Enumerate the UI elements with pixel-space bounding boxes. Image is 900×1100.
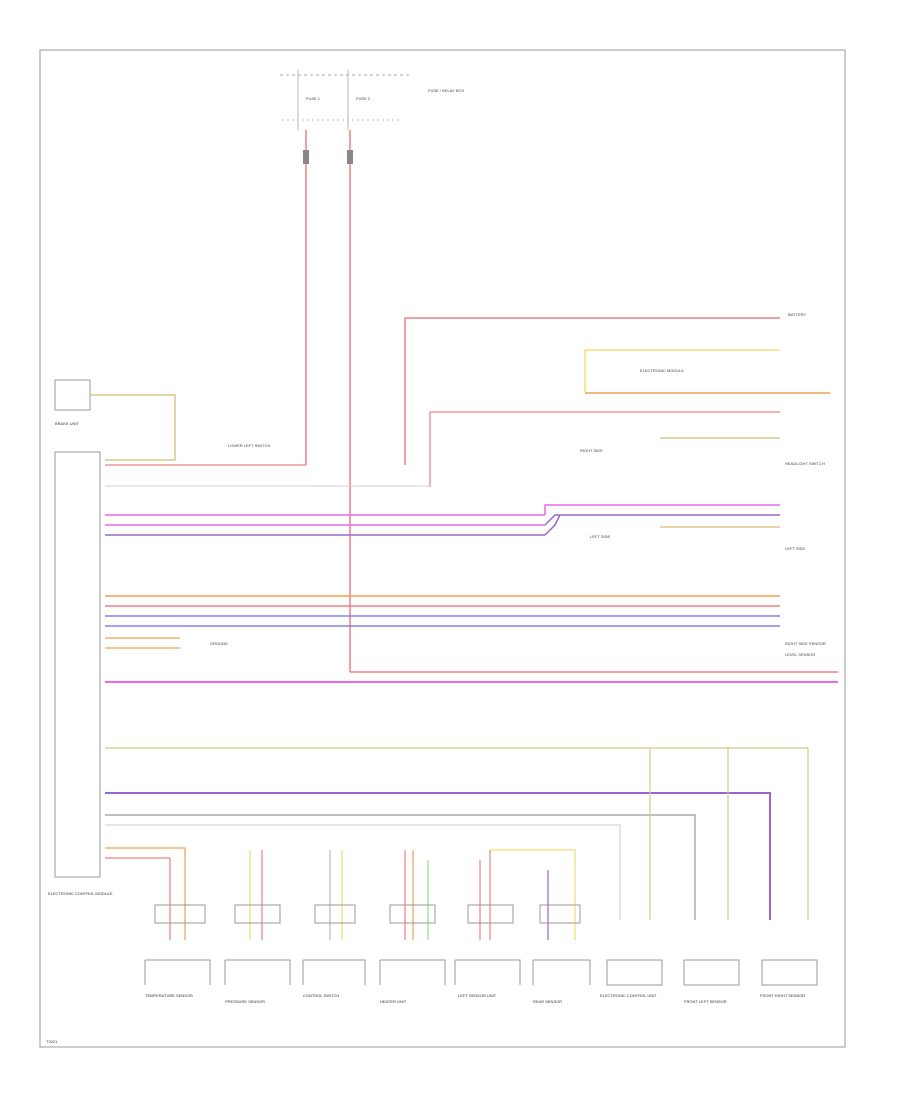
connector-c1-label: LOWER LEFT SWITCH bbox=[228, 443, 270, 448]
component-boxes bbox=[144, 959, 818, 986]
connector-c3-label: LEFT SIDE bbox=[590, 534, 610, 539]
module-box bbox=[54, 451, 101, 878]
component-wires bbox=[105, 847, 576, 940]
component-label-8: FRONT LEFT SENSOR bbox=[684, 999, 727, 1004]
component-label-1: TEMPERATURE SENSOR bbox=[145, 993, 193, 998]
component-label-9: FRONT RIGHT SENSOR bbox=[760, 993, 805, 998]
fuse-group-label: FUSE / RELAY BOX bbox=[428, 88, 465, 93]
fuse-block: FUSE 1 FUSE 2 FUSE / RELAY BOX bbox=[280, 70, 465, 130]
right-label-level-sensor: LEVEL SENSOR bbox=[785, 652, 815, 657]
component-label-5: LEFT SENSOR UNIT bbox=[458, 993, 497, 998]
right-label-battery: BATTERY bbox=[788, 312, 806, 317]
connector-c4-label: GROUND bbox=[210, 641, 228, 646]
diagram-frame bbox=[39, 49, 846, 1048]
component-label-6: REAR SENSOR bbox=[533, 999, 562, 1004]
module-header-label: BRAKE UNIT bbox=[55, 421, 80, 426]
module-name: ELECTRONIC CONTROL MODULE bbox=[48, 891, 113, 896]
component-label-7: ELECTRONIC CONTROL UNIT bbox=[600, 993, 657, 998]
fuse-2-label: FUSE 2 bbox=[356, 96, 371, 101]
connector-c2-label: RIGHT SIDE bbox=[580, 448, 603, 453]
right-label-right-side-sensor: RIGHT SIDE SENSOR bbox=[785, 641, 826, 646]
wire-red-top bbox=[404, 317, 780, 465]
right-label-headlight-switch: HEADLIGHT SWITCH bbox=[785, 461, 825, 466]
fuse-1-label: FUSE 1 bbox=[306, 96, 321, 101]
page-code: T2021 bbox=[46, 1039, 58, 1044]
wire-tan-header bbox=[90, 394, 176, 461]
component-connectors bbox=[154, 904, 581, 924]
component-label-4: HEATER UNIT bbox=[380, 999, 407, 1004]
control-module: BRAKE UNIT ELECTRONIC CONTROL MODULE bbox=[48, 379, 113, 896]
component-label-3: CONTROL SWITCH bbox=[303, 993, 339, 998]
right-label-electronic-module: ELECTRONIC MODULE bbox=[640, 368, 684, 373]
wire-red-mid bbox=[429, 411, 780, 487]
wire-yellow-top bbox=[584, 349, 780, 392]
component-label-2: PRESSURE SENSOR bbox=[225, 999, 265, 1004]
right-label-left-side: LEFT SIDE bbox=[785, 546, 805, 551]
